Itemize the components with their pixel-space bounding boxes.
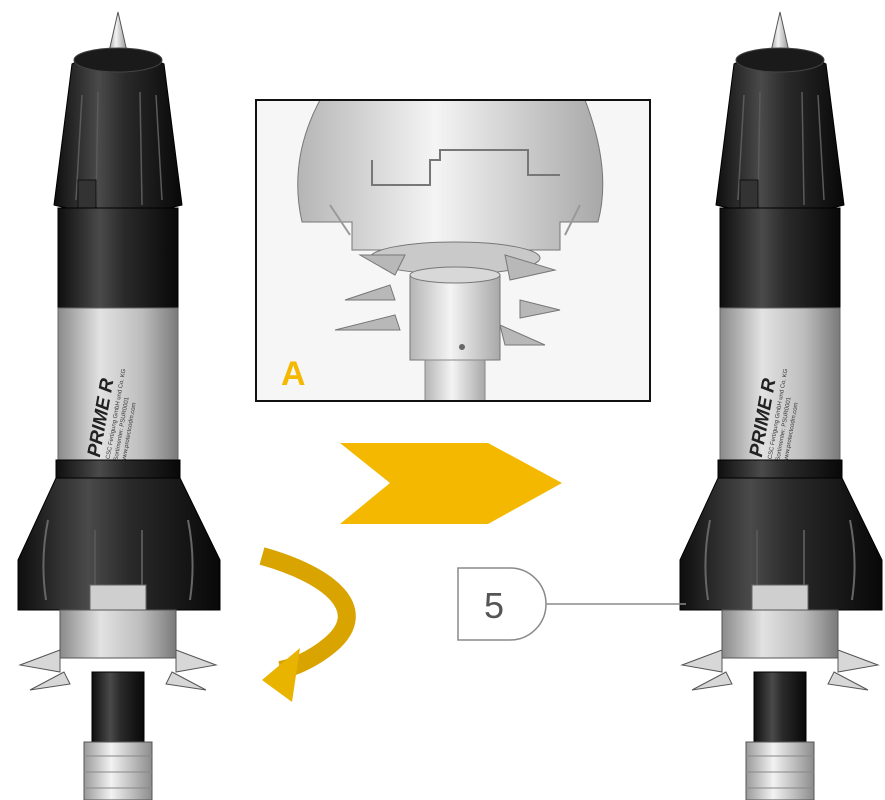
direction-chevron-arrow xyxy=(340,443,562,524)
inset-label: A xyxy=(281,355,306,393)
device-left-label: PRIME R CSC Fertigung GmbH und Co. KG So… xyxy=(84,368,138,463)
callout-5: 5 xyxy=(457,567,686,641)
callout-number: 5 xyxy=(484,585,504,626)
inset-detail-a: A xyxy=(255,99,651,402)
inset-illustration xyxy=(297,101,604,400)
device-right-label: PRIME R CSC Fertigung GmbH und Co. KG So… xyxy=(746,368,800,463)
callout-badge xyxy=(457,567,547,641)
rotate-arrow-icon xyxy=(259,547,356,702)
